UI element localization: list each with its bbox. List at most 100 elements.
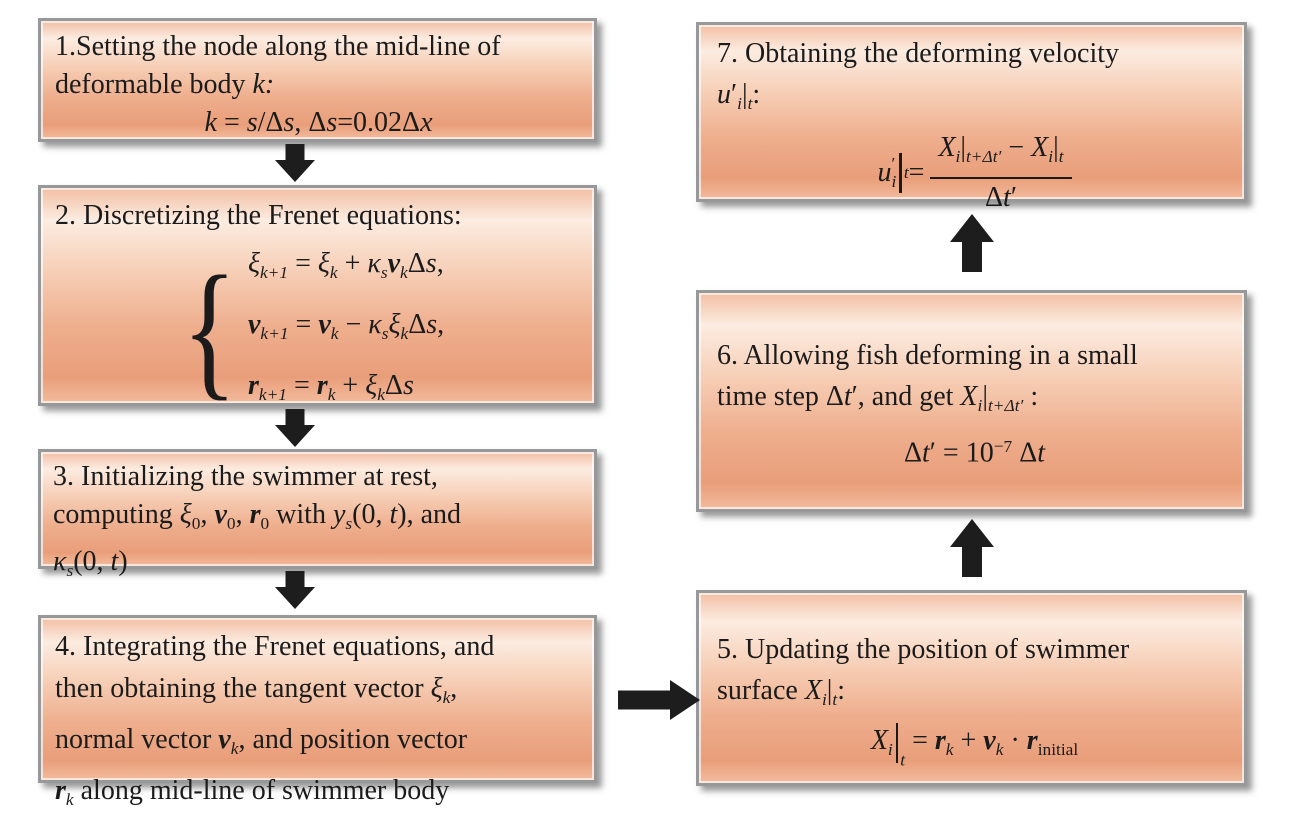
text-segment: + bbox=[953, 725, 984, 757]
text-segment: i bbox=[737, 94, 742, 114]
text-segment: ξ bbox=[388, 309, 401, 341]
box-1-line-1: 1.Setting the node along the mid-line of bbox=[55, 28, 582, 66]
text-segment: ξ bbox=[365, 370, 378, 402]
text-segment: ξ bbox=[179, 499, 192, 530]
text-segment: ′ bbox=[1010, 182, 1017, 214]
equation-rows: ξk+1 = ξk + κsνkΔs,νk+1 = νk − κsξkΔs,rk… bbox=[248, 238, 444, 421]
text-segment: s bbox=[345, 514, 353, 534]
text-segment: ) bbox=[118, 546, 128, 578]
text-segment: k bbox=[945, 740, 954, 760]
text-segment: t bbox=[747, 94, 753, 114]
text-segment: surface bbox=[717, 675, 805, 706]
arrow-step4-to-step5-right-icon bbox=[618, 680, 700, 720]
text-segment: k bbox=[230, 739, 239, 759]
text-segment: k bbox=[400, 263, 408, 283]
text-segment: =0.02Δ bbox=[337, 107, 421, 138]
text-segment: = bbox=[216, 107, 247, 138]
text-segment: 0 bbox=[191, 514, 201, 534]
text-segment: with bbox=[269, 499, 333, 530]
text-segment: k bbox=[330, 324, 339, 344]
text-segment: , and position vector bbox=[238, 724, 468, 756]
text-segment: 3. Initializing the swimmer at rest, bbox=[53, 461, 438, 492]
text-segment: 1.Setting the node along the mid-line of bbox=[55, 31, 501, 62]
text-segment: t+Δt′ bbox=[987, 396, 1024, 416]
equation-row: rk+1 = rk + ξkΔs bbox=[248, 360, 444, 421]
text-segment: ν bbox=[247, 309, 261, 341]
text-segment: , bbox=[450, 673, 458, 704]
text-segment: time step Δ bbox=[717, 381, 844, 412]
text-segment: computing bbox=[53, 499, 180, 530]
step-5-box: 5. Updating the position of swimmer surfa… bbox=[696, 590, 1247, 786]
text-segment: = bbox=[908, 157, 925, 189]
box-4-line-1: 4. Integrating the Frenet equations, and bbox=[55, 626, 582, 668]
text-segment: | bbox=[982, 381, 988, 412]
text-segment: r bbox=[249, 499, 261, 530]
text-segment: along mid-line of swimmer body bbox=[73, 775, 450, 807]
left-brace: { bbox=[182, 245, 237, 414]
text-segment: normal vector bbox=[55, 724, 219, 756]
text-segment: ν bbox=[318, 309, 331, 341]
text-segment: ′ bbox=[851, 381, 858, 412]
text-segment: | bbox=[960, 132, 966, 164]
text-segment: k bbox=[327, 385, 336, 405]
text-segment: 6. Allowing fish deforming in a small bbox=[717, 340, 1138, 371]
equation-row: ξk+1 = ξk + κsνkΔs, bbox=[248, 238, 444, 299]
box-3-line-2: computing ξ0, ν0, r0 with ys(0, t), and bbox=[53, 496, 584, 543]
box-4-line-2: then obtaining the tangent vector ξk, bbox=[55, 668, 582, 719]
text-segment: u bbox=[717, 79, 731, 110]
text-segment: ), and bbox=[397, 499, 462, 530]
text-segment: Δ bbox=[1012, 437, 1038, 469]
text-segment: i bbox=[887, 740, 893, 760]
text-segment: s bbox=[381, 324, 389, 344]
text-segment: Δ bbox=[384, 370, 403, 402]
text-segment: s bbox=[283, 107, 295, 138]
text-segment: ξ bbox=[430, 673, 443, 704]
text-segment: 7. Obtaining the deforming velocity bbox=[717, 38, 1120, 69]
text-segment: , bbox=[437, 309, 445, 341]
text-segment: s bbox=[426, 309, 438, 341]
text-segment: initial bbox=[1037, 740, 1079, 760]
text-segment: κ bbox=[53, 546, 67, 578]
text-segment: t bbox=[110, 546, 119, 578]
text-segment: r bbox=[316, 370, 328, 402]
text-segment: | bbox=[826, 675, 833, 706]
box-5-line-3: Xit = rk + νk · rinitial bbox=[717, 720, 1232, 780]
step-1-box: 1.Setting the node along the mid-line of… bbox=[38, 18, 597, 142]
text-segment: X bbox=[804, 675, 822, 706]
text-segment: ′ bbox=[731, 79, 738, 110]
text-segment: + bbox=[337, 248, 368, 279]
text-segment: ν bbox=[218, 724, 231, 756]
text-segment: − bbox=[338, 309, 369, 341]
text-segment: (0, bbox=[352, 499, 390, 530]
evaluation-bar bbox=[895, 723, 899, 764]
text-segment: k bbox=[442, 688, 451, 708]
text-segment: i bbox=[977, 396, 983, 416]
text-segment: r bbox=[247, 370, 259, 402]
box-1-line-3: k = s/Δs, Δs=0.02Δx bbox=[55, 104, 582, 142]
arrow-step1-to-step2-down-icon bbox=[275, 144, 315, 182]
text-segment: : bbox=[1023, 381, 1039, 412]
text-segment: t bbox=[1037, 437, 1045, 469]
text-segment: κ bbox=[367, 248, 381, 279]
text-segment: ν bbox=[983, 725, 996, 757]
text-segment: t bbox=[1058, 147, 1064, 167]
arrow-step3-to-step4-down-icon bbox=[275, 571, 315, 609]
text-segment: 5. Updating the position of swimmer bbox=[717, 634, 1130, 665]
box-3-line-3: κs(0, t) bbox=[53, 543, 584, 590]
text-segment: t bbox=[389, 499, 398, 530]
box-5-line-1: 5. Updating the position of swimmer bbox=[717, 629, 1232, 670]
text-segment: − bbox=[1001, 132, 1032, 164]
text-segment: X bbox=[960, 381, 978, 412]
box-2-line-2: {ξk+1 = ξk + κsνkΔs,νk+1 = νk − κsξkΔs,r… bbox=[55, 238, 582, 421]
text-segment: : bbox=[837, 675, 845, 706]
text-segment: r bbox=[934, 725, 946, 757]
text-segment: u bbox=[877, 157, 892, 189]
arrow-step5-to-step6-up-icon bbox=[950, 519, 994, 577]
text-segment: , bbox=[200, 499, 215, 530]
text-segment: Δ bbox=[904, 437, 923, 469]
arrow-step6-to-step7-up-icon bbox=[950, 214, 994, 272]
text-segment: Δ bbox=[408, 309, 427, 341]
